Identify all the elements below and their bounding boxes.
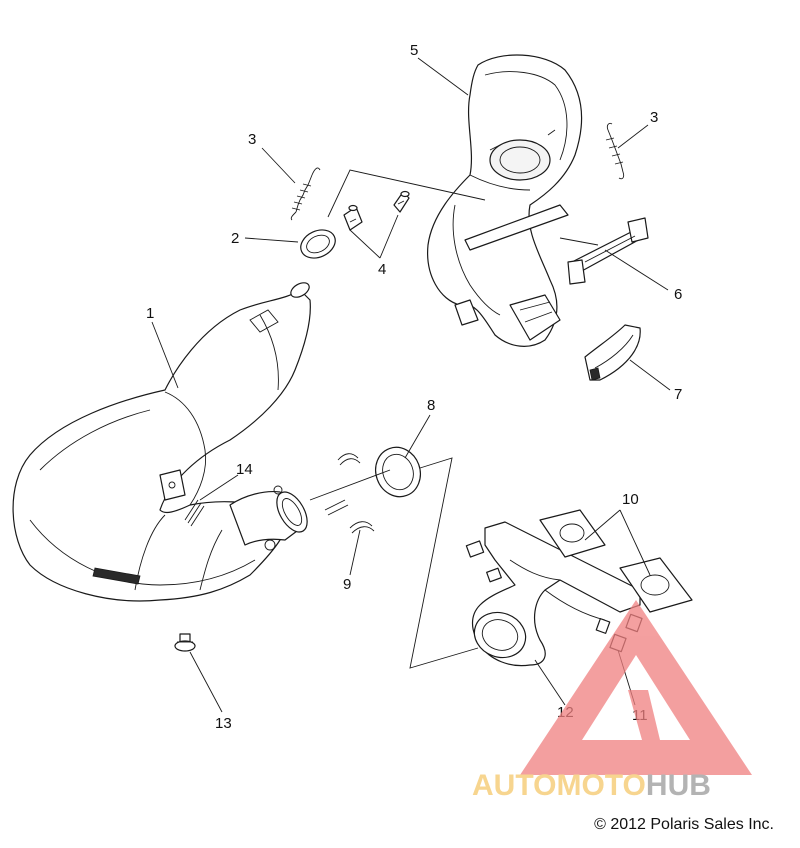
- part-2-seal-ring: [300, 229, 336, 259]
- callout-9: 9: [343, 576, 351, 593]
- part-9-springs: [324, 453, 375, 534]
- leader-lines: [151, 57, 671, 713]
- part-4-bushings: [343, 190, 410, 231]
- part-13-plug: [174, 633, 196, 652]
- part-1-muffler: [12, 282, 311, 602]
- watermark-inner-mark: [628, 690, 660, 740]
- callout-14: 14: [236, 461, 253, 478]
- watermark-hub: HUB: [646, 769, 711, 802]
- svg-text:AUTOMOTOHUB: AUTOMOTOHUB: [472, 769, 711, 802]
- callout-4: 4: [378, 261, 386, 278]
- watermark-triangle: [520, 600, 752, 775]
- part-7-clip: [584, 324, 641, 381]
- part-3-spring-left: [290, 167, 321, 221]
- callout-1: 1: [146, 305, 154, 322]
- watermark-moto: MOTO: [556, 769, 645, 802]
- callout-7: 7: [674, 386, 682, 403]
- callout-10: 10: [622, 491, 639, 508]
- callout-13: 13: [215, 715, 232, 732]
- part-8-gasket: [375, 446, 421, 498]
- callout-8: 8: [427, 397, 435, 414]
- automotohub-watermark: AUTOMOTOHUB: [472, 600, 752, 802]
- part-5-duct: [427, 54, 583, 347]
- part-14-spring: [184, 499, 205, 527]
- part-3-spring-right: [605, 122, 625, 180]
- callout-6: 6: [674, 286, 682, 303]
- part-6-bracket: [567, 217, 649, 285]
- callout-3-right: 3: [650, 109, 658, 126]
- part-10-gaskets: [539, 509, 693, 613]
- copyright-notice: © 2012 Polaris Sales Inc.: [594, 816, 774, 833]
- callout-5: 5: [410, 42, 418, 59]
- watermark-auto: AUTO: [472, 769, 556, 802]
- callout-2: 2: [231, 230, 239, 247]
- callout-3-left: 3: [248, 131, 256, 148]
- part-12-manifold: [465, 521, 641, 667]
